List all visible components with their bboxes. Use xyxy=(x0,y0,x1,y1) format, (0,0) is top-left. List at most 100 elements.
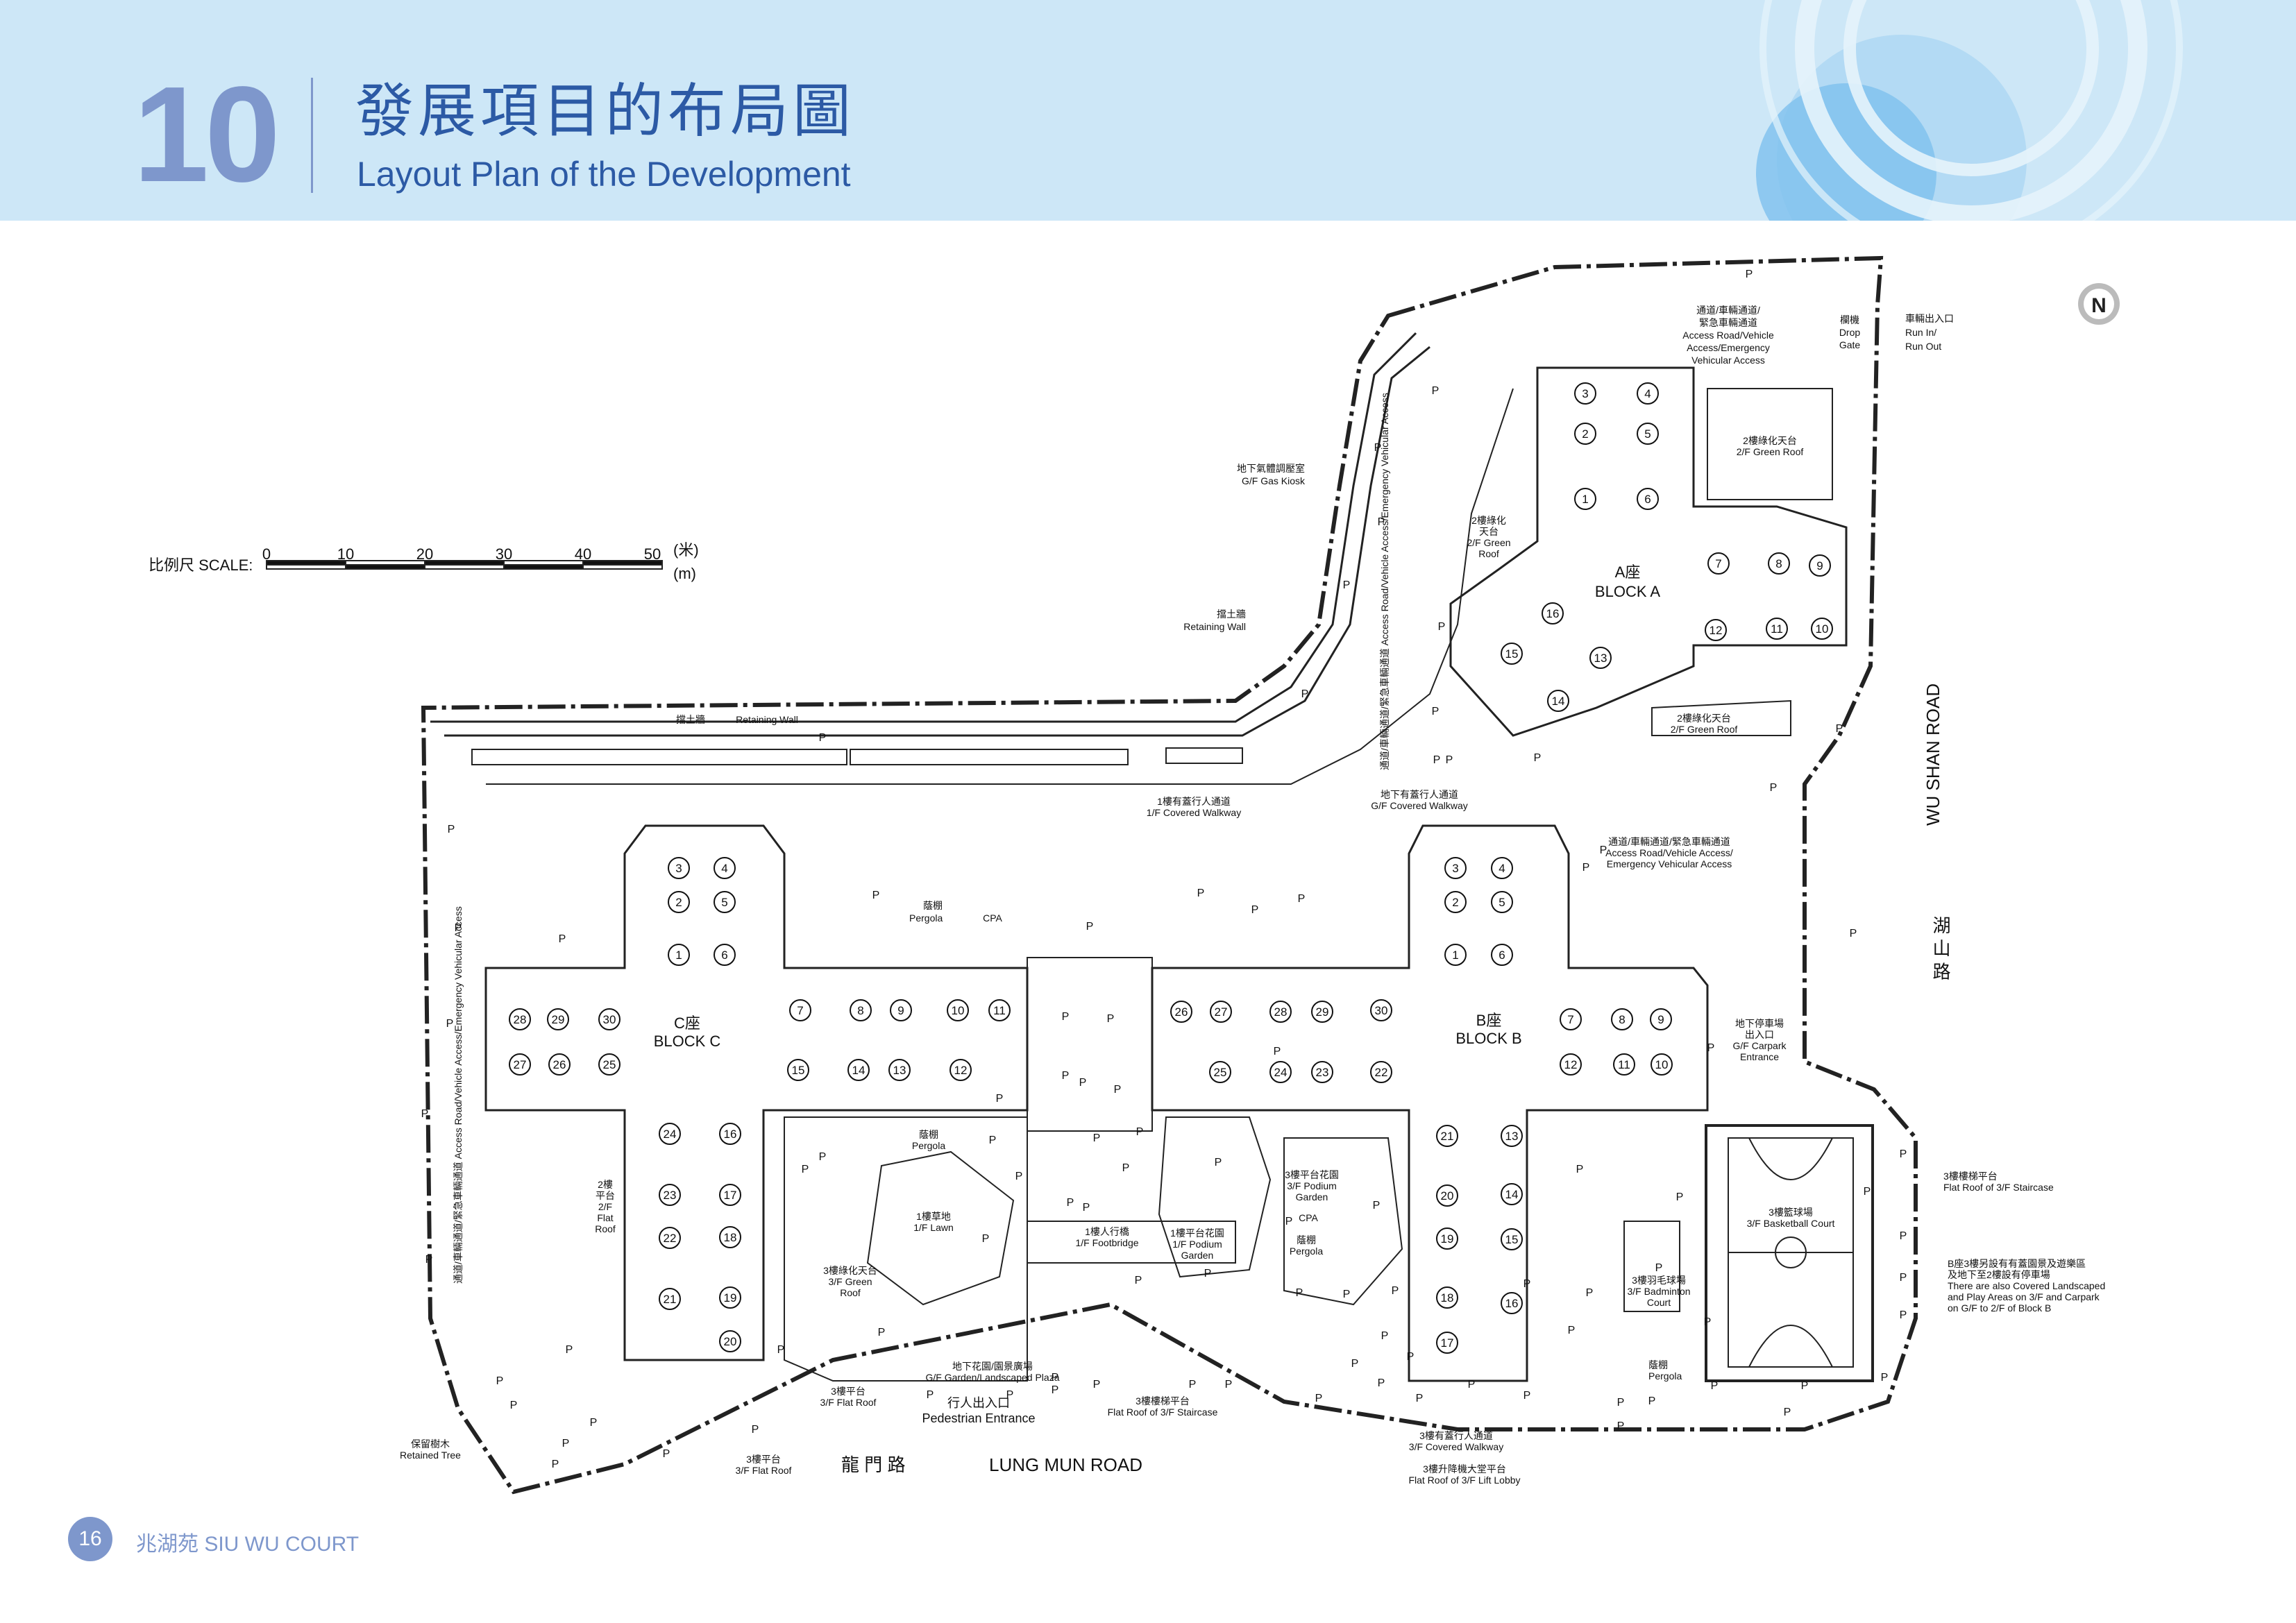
parking-marker: P xyxy=(1083,1202,1090,1214)
parking-marker: P xyxy=(927,1389,934,1401)
flat-number: 24 xyxy=(659,1123,681,1145)
block-c-label-zh: C座 xyxy=(674,1014,700,1032)
flat-number: 1 xyxy=(1444,944,1467,966)
lung-mun-road-en: LUNG MUN ROAD xyxy=(989,1454,1142,1475)
parking-marker: P xyxy=(552,1459,559,1470)
flat-number-label: 30 xyxy=(1375,1004,1388,1017)
parking-marker: P xyxy=(1746,269,1753,280)
drop-gate-label-zh: 欄機 xyxy=(1840,314,1859,325)
flat-number: 30 xyxy=(1370,999,1392,1021)
flat-number-label: 9 xyxy=(1657,1013,1664,1026)
flat-roof-2f-en: 2/F xyxy=(598,1201,612,1212)
carpark-entrance-en2: Entrance xyxy=(1740,1051,1779,1062)
badminton-court-zh: 3樓羽毛球場 xyxy=(1632,1275,1686,1286)
cpa-label-b: CPA xyxy=(1299,1212,1318,1223)
parking-marker: P xyxy=(819,732,827,744)
flat-number: 27 xyxy=(1210,1001,1232,1023)
flat-number-label: 10 xyxy=(952,1004,965,1017)
parking-marker: P xyxy=(1052,1384,1059,1396)
flat-number-label: 3 xyxy=(1582,387,1588,400)
flat-number-label: 15 xyxy=(1505,647,1519,661)
parking-marker: P xyxy=(1343,579,1351,591)
parking-marker: P xyxy=(1189,1379,1197,1391)
walkway-1f-zh: 1樓有蓋行人通道 xyxy=(1157,796,1231,807)
badminton-court-en2: Court xyxy=(1647,1297,1671,1308)
flat-number: 19 xyxy=(1436,1227,1458,1250)
parking-marker: P xyxy=(1197,887,1205,899)
flat-number: 12 xyxy=(1705,619,1727,641)
flat-number-label: 30 xyxy=(603,1013,616,1026)
flat-number-label: 13 xyxy=(1594,652,1607,665)
parking-marker: P xyxy=(510,1400,518,1411)
flat-number: 3 xyxy=(668,857,690,879)
pergola-b-en: Pergola xyxy=(1648,1370,1682,1382)
parking-marker: P xyxy=(425,1254,433,1266)
block-b-note-zh2: 及地下至2樓設有停車場 xyxy=(1948,1269,2050,1280)
flat-number-label: 23 xyxy=(664,1189,677,1202)
flat-number-label: 23 xyxy=(1316,1066,1329,1079)
staircase-roof-right-zh: 3樓樓梯平台 xyxy=(1943,1171,1998,1182)
flat-number: 2 xyxy=(668,891,690,913)
scale-bar xyxy=(266,560,663,570)
parking-marker: P xyxy=(1582,862,1590,874)
lift-lobby-zh: 3樓升降機大堂平台 xyxy=(1423,1463,1506,1475)
flat-number: 10 xyxy=(1651,1053,1673,1076)
flat-number: 9 xyxy=(1650,1008,1672,1030)
flat-number-label: 16 xyxy=(724,1128,737,1141)
parking-marker: P xyxy=(1523,1278,1531,1290)
flat-number: 15 xyxy=(1501,1228,1523,1250)
flat-number-label: 10 xyxy=(1655,1058,1669,1071)
drop-gate-label-en2: Gate xyxy=(1839,339,1861,350)
parking-marker: P xyxy=(1446,754,1453,766)
flat-number-label: 13 xyxy=(893,1064,906,1077)
flat-number-label: 4 xyxy=(1499,862,1505,875)
parking-marker: P xyxy=(1900,1309,1907,1321)
parking-marker: P xyxy=(562,1438,570,1450)
flat-number: 19 xyxy=(719,1286,741,1309)
flat-number: 14 xyxy=(1547,690,1569,712)
flat-number: 21 xyxy=(1436,1125,1458,1147)
gf-walkway-zh: 地下有蓋行人通道 xyxy=(1381,789,1458,800)
green-roof-left-zh2: 天台 xyxy=(1479,526,1499,537)
gas-kiosk-zh: 地下氣體調壓室 xyxy=(1237,463,1305,474)
block-b-outline xyxy=(1151,824,1709,1382)
basketball-court-zh: 3樓籃球場 xyxy=(1769,1207,1813,1218)
flat-number: 21 xyxy=(659,1288,681,1310)
parking-marker: P xyxy=(663,1448,670,1460)
parking-marker: P xyxy=(1006,1389,1014,1401)
parking-marker: P xyxy=(1770,782,1778,794)
walkway-1f-en: 1/F Covered Walkway xyxy=(1147,807,1241,818)
flat-number: 3 xyxy=(1574,382,1596,405)
flat-number: 13 xyxy=(1589,647,1612,669)
flat-number-label: 16 xyxy=(1505,1297,1519,1310)
access-top-label-en2: Access/Emergency xyxy=(1687,342,1770,353)
parking-marker: P xyxy=(1251,904,1259,916)
parking-marker: P xyxy=(777,1344,785,1356)
flat-roof-2f-en2: Flat xyxy=(597,1212,613,1223)
parking-marker: P xyxy=(1407,1351,1415,1363)
podium-garden-1f-en: 1/F Podium xyxy=(1172,1239,1222,1250)
access-mid-zh: 通道/車輛通道/緊急車輛通道 xyxy=(1608,836,1730,847)
flat-number-label: 9 xyxy=(1816,559,1823,572)
parking-marker: P xyxy=(1067,1197,1074,1209)
parking-marker: P xyxy=(1676,1191,1684,1203)
flat-number: 10 xyxy=(1811,618,1833,640)
parking-marker: P xyxy=(1900,1148,1907,1160)
parking-marker: P xyxy=(1784,1407,1791,1418)
flat-number: 10 xyxy=(947,999,969,1021)
parking-marker: P xyxy=(1079,1077,1087,1089)
scale-tick: 30 xyxy=(496,545,512,563)
block-a-label-zh: A座 xyxy=(1615,563,1641,581)
flat-number-label: 20 xyxy=(1441,1189,1454,1203)
flat-roof-2f-zh2: 平台 xyxy=(596,1190,615,1201)
flat-number: 11 xyxy=(988,999,1011,1021)
parking-marker: P xyxy=(1122,1162,1130,1174)
parking-marker: P xyxy=(566,1344,573,1356)
parking-marker: P xyxy=(1296,1287,1303,1299)
pergola-c-en: Pergola xyxy=(909,912,943,924)
parking-marker: P xyxy=(1378,1377,1385,1389)
flat-number: 4 xyxy=(714,857,736,879)
parking-marker: P xyxy=(1586,1287,1594,1299)
flat-number: 1 xyxy=(1574,488,1596,510)
parking-marker: P xyxy=(1351,1358,1359,1370)
